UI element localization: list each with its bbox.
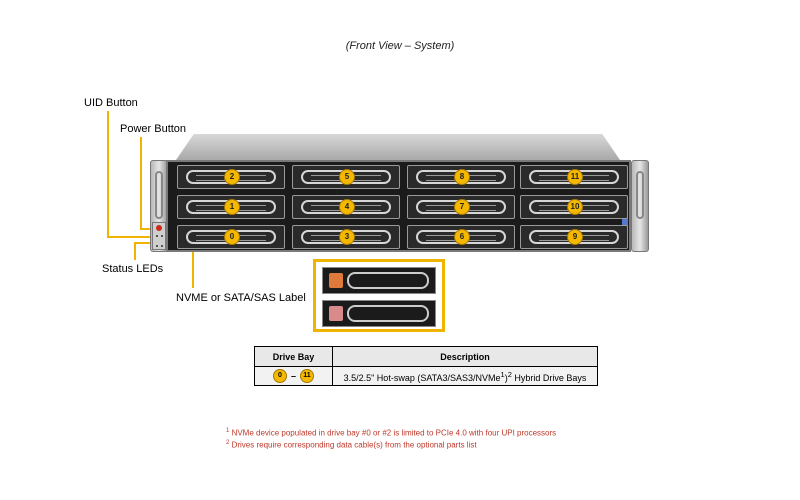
label-callout-line [192,238,194,288]
bay-number-badge: 6 [454,229,470,245]
chassis-top [176,134,620,160]
drive-bay-table: Drive Bay Description 0–11 3.5/2.5" Hot-… [254,346,598,386]
bay-number-badge: 4 [339,199,355,215]
description-sup-2: 2 [507,369,512,379]
footnote-1: 1 NVMe device populated in drive bay #0 … [226,428,556,438]
zoom-drive-nvme [322,267,436,294]
bay-number-badge: 9 [567,229,583,245]
drive-bay-description: 3.5/2.5" Hot-swap (SATA3/SAS3/NVMe1)2 Hy… [332,366,598,386]
drive-bay[interactable]: 5 [292,165,400,189]
nvme-label-tag [329,273,343,288]
power-callout-line-h [140,228,154,230]
table-row: 0–11 3.5/2.5" Hot-swap (SATA3/SAS3/NVMe1… [254,366,598,386]
drive-bay[interactable]: 0 [177,225,285,249]
description-text-post: Hybrid Drive Bays [511,372,587,383]
right-rack-ear [631,160,649,252]
range-end-badge: 11 [300,369,314,383]
range-dash: – [290,371,296,381]
drive-bay[interactable]: 1 [177,195,285,219]
table-header-row: Drive Bay Description [254,346,598,367]
footnote-text: NVMe device populated in drive bay #0 or… [229,428,557,438]
drive-bay-range: 0–11 [254,366,333,386]
footnote-mark: 2 [226,440,230,446]
zoom-drive-sata [322,300,436,327]
drive-bay[interactable]: 6 [407,225,515,249]
bay-number-badge: 1 [224,199,240,215]
leds-callout-line-h [134,242,156,244]
sata-sas-label-tag [329,306,343,321]
bay-number-badge: 8 [454,169,470,185]
power-button[interactable] [156,225,162,231]
status-leds [156,235,163,247]
uid-callout-line-v [107,111,109,237]
bay-number-badge: 5 [339,169,355,185]
uid-button-label: UID Button [84,97,138,109]
drive-bay[interactable]: 10 [520,195,628,219]
zoom-drive-tray [347,272,429,289]
bay-number-badge: 2 [224,169,240,185]
footnote-mark: 1 [226,428,230,434]
footnote-2: 2 Drives require corresponding data cabl… [226,440,477,450]
drive-label-label: NVME or SATA/SAS Label [176,292,306,304]
bay-number-badge: 3 [339,229,355,245]
left-handle [155,171,163,219]
drive-label-detail [313,259,445,332]
description-text-mid: ) [504,372,508,383]
drive-bay[interactable]: 4 [292,195,400,219]
drive-bay[interactable]: 9 [520,225,628,249]
status-leds-label: Status LEDs [102,263,164,275]
range-start-badge: 0 [272,369,287,383]
leds-callout-line-v [134,242,136,260]
description-sup-1: 1 [500,369,505,379]
description-text: 3.5/2.5" Hot-swap (SATA3/SAS3/NVMe [343,372,501,383]
drive-bay[interactable]: 11 [520,165,628,189]
uid-callout-line-h [107,236,157,238]
drive-bay[interactable]: 2 [177,165,285,189]
bay-number-badge: 7 [454,199,470,215]
figure-caption: (Front View – System) [345,40,455,52]
power-button-label: Power Button [120,123,187,135]
zoom-drive-tray [347,305,429,322]
drive-bay[interactable]: 7 [407,195,515,219]
header-drive-bay: Drive Bay [254,346,333,367]
bay-number-badge: 0 [224,229,240,245]
footnote-text: Drives require corresponding data cable(… [229,440,477,450]
power-callout-line-v [140,137,142,229]
right-handle [636,171,644,219]
bay-number-badge: 11 [567,169,583,185]
drive-bay[interactable]: 3 [292,225,400,249]
bay-number-badge: 10 [567,199,583,215]
header-description: Description [332,346,598,367]
drive-bay[interactable]: 8 [407,165,515,189]
control-panel [152,222,166,250]
